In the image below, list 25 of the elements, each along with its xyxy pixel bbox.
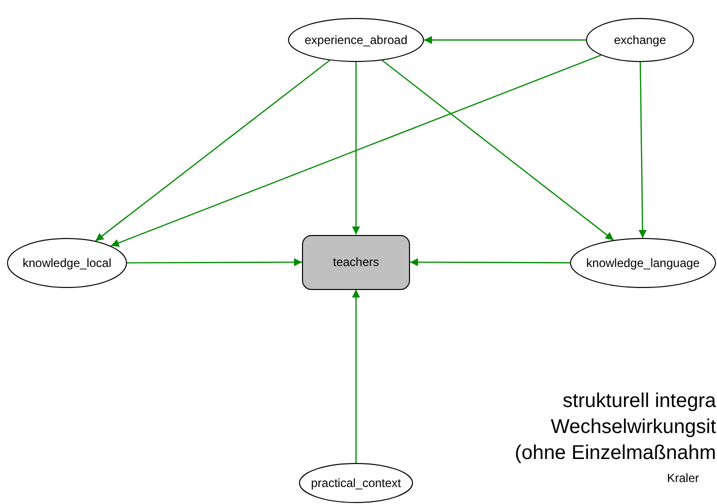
node-label: experience_abroad — [304, 33, 408, 47]
arrow — [127, 258, 302, 266]
arrow — [352, 62, 360, 234]
ellipse-node — [299, 463, 413, 503]
arrow — [110, 54, 602, 247]
arrow — [638, 62, 647, 238]
arrow — [352, 290, 360, 463]
process-box — [302, 234, 410, 290]
node-label: knowledge_language — [586, 256, 700, 270]
arrow — [424, 36, 586, 44]
node-label: teachers — [332, 255, 380, 269]
node-label: practical_context — [310, 476, 402, 490]
node-label: exchange — [614, 33, 666, 47]
note-text: strukturell integra — [562, 390, 716, 413]
arrow — [95, 60, 330, 242]
arrow — [410, 258, 570, 266]
ellipse-node — [288, 18, 424, 62]
arrow — [382, 60, 614, 241]
note-text: Wechselwirkungsit — [550, 416, 716, 439]
note-text: Kraler — [666, 471, 699, 485]
node-label: knowledge_local — [22, 256, 112, 270]
ellipse-node — [7, 238, 127, 288]
ellipse-node — [586, 18, 694, 62]
ellipse-node — [570, 238, 716, 288]
note-text: (ohne Einzelmaßnahm — [514, 442, 716, 465]
